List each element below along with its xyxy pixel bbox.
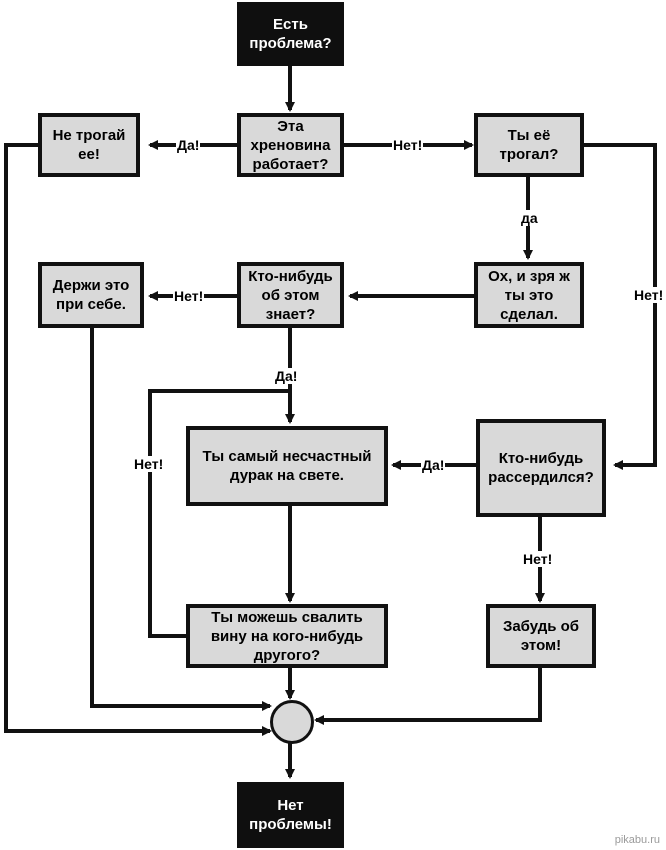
edge-blame-no bbox=[148, 389, 290, 638]
node-touched: Ты её трогал? bbox=[474, 113, 584, 177]
node-keep-to-self: Держи это при себе. bbox=[38, 262, 144, 328]
label-knows-no: Нет! bbox=[173, 288, 205, 304]
watermark: pikabu.ru bbox=[614, 834, 660, 846]
label-blame-no: Нет! bbox=[133, 456, 165, 472]
edge-donttouch-merge bbox=[4, 143, 272, 736]
node-start: Есть проблема? bbox=[237, 2, 344, 66]
node-oh-no: Ох, и зря ж ты это сделал. bbox=[474, 262, 584, 328]
label-touched-no: Нет! bbox=[633, 287, 665, 303]
node-anyone-knows: Кто-нибудь об этом знает? bbox=[237, 262, 344, 328]
label-touched-yes: да bbox=[520, 210, 539, 226]
merge-circle bbox=[270, 700, 314, 744]
edge-forget-merge bbox=[314, 668, 542, 725]
node-unlucky: Ты самый несчастный дурак на свете. bbox=[186, 426, 388, 506]
node-blame: Ты можешь свалить вину на кого-нибудь др… bbox=[186, 604, 388, 668]
label-angry-no: Нет! bbox=[522, 551, 554, 567]
node-anyone-angry: Кто-нибудь рассердился? bbox=[476, 419, 606, 517]
node-end: Нет проблемы! bbox=[237, 782, 344, 848]
edge-touched-no bbox=[584, 143, 657, 470]
label-angry-yes: Да! bbox=[421, 457, 446, 473]
node-forget: Забудь об этом! bbox=[486, 604, 596, 668]
node-dont-touch: Не трогай ее! bbox=[38, 113, 140, 177]
edge-keep-merge bbox=[90, 327, 272, 711]
label-knows-yes: Да! bbox=[274, 368, 299, 384]
label-works-no: Нет! bbox=[392, 137, 424, 153]
label-works-yes: Да! bbox=[176, 137, 201, 153]
node-works: Эта хреновина работает? bbox=[237, 113, 344, 177]
